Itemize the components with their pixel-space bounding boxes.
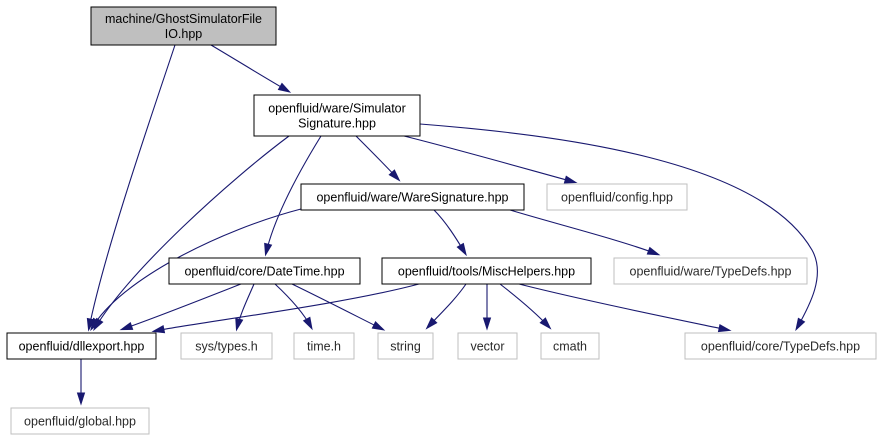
arrowhead-icon: [151, 325, 166, 334]
edge-simsig-to-waresig: [355, 135, 401, 182]
node-label: openfluid/global.hpp: [24, 415, 136, 429]
node-label: Signature.hpp: [298, 117, 376, 131]
node-box: [684, 332, 877, 360]
node-timeh: time.h: [293, 332, 355, 360]
edges-layer: [76, 44, 818, 406]
node-label: machine/GhostSimulatorFile: [105, 12, 262, 26]
arrowhead-icon: [388, 169, 401, 182]
edge-mischelpers-to-string: [425, 283, 467, 330]
node-label: openfluid/config.hpp: [561, 191, 673, 205]
node-label: openfluid/core/TypeDefs.hpp: [701, 340, 860, 354]
node-waretypedefs: openfluid/ware/TypeDefs.hpp: [613, 257, 808, 285]
edge-line: [88, 44, 176, 329]
arrowhead-icon: [539, 317, 552, 330]
edge-waresig-to-waretypedefs: [509, 209, 661, 256]
node-waresig[interactable]: openfluid/ware/WareSignature.hpp: [300, 183, 525, 211]
edge-mischelpers-to-dllexport: [151, 283, 420, 334]
node-systypes: sys/types.h: [180, 332, 273, 360]
arrowhead-icon: [456, 242, 467, 257]
node-label: openfluid/core/DateTime.hpp: [184, 265, 344, 279]
arrowhead-icon: [277, 82, 292, 93]
node-box: [377, 332, 434, 360]
node-label: openfluid/ware/WareSignature.hpp: [316, 191, 508, 205]
edge-simsig-to-datetime: [264, 135, 322, 257]
node-global: openfluid/global.hpp: [10, 407, 150, 435]
node-label: openfluid/dllexport.hpp: [19, 340, 145, 354]
node-box: [180, 332, 273, 360]
edge-datetime-to-timeh: [274, 283, 313, 331]
node-label: openfluid/tools/MiscHelpers.hpp: [398, 265, 575, 279]
node-box: [293, 332, 355, 360]
edge-datetime-to-systypes: [235, 283, 255, 332]
arrowhead-icon: [717, 323, 732, 333]
node-box: [546, 183, 688, 211]
node-dllexport[interactable]: openfluid/dllexport.hpp: [6, 332, 157, 360]
node-box: [457, 332, 518, 360]
arrowhead-icon: [795, 317, 806, 332]
node-box: [381, 257, 592, 285]
node-string: string: [377, 332, 434, 360]
node-cmath: cmath: [540, 332, 600, 360]
edge-waresig-to-mischelpers: [433, 209, 467, 257]
arrowhead-icon: [482, 317, 492, 331]
node-box: [540, 332, 600, 360]
node-mischelpers[interactable]: openfluid/tools/MiscHelpers.hpp: [381, 257, 592, 285]
edge-simsig-to-dllexport: [93, 135, 290, 332]
edge-mischelpers-to-vector: [482, 283, 492, 331]
node-box: [613, 257, 808, 285]
edge-line: [94, 135, 290, 329]
arrowhead-icon: [235, 317, 244, 332]
node-box: [253, 94, 421, 137]
node-box: [90, 6, 277, 46]
arrowhead-icon: [119, 321, 134, 331]
node-label: string: [390, 340, 421, 354]
edge-ghost-to-simsig: [210, 44, 292, 93]
edge-line: [509, 209, 658, 255]
node-label: vector: [470, 340, 504, 354]
edge-line: [403, 135, 575, 183]
arrowhead-icon: [563, 175, 578, 184]
node-label: time.h: [307, 340, 341, 354]
edge-line: [154, 283, 420, 332]
node-config: openfluid/config.hpp: [546, 183, 688, 211]
node-box: [168, 257, 361, 285]
edge-line: [122, 283, 242, 330]
edge-dllexport-to-global: [76, 359, 86, 406]
arrowhead-icon: [264, 242, 273, 257]
edge-mischelpers-to-coretypedefs: [518, 283, 732, 333]
edge-datetime-to-string: [291, 283, 386, 331]
node-label: openfluid/ware/TypeDefs.hpp: [630, 265, 792, 279]
edge-line: [210, 44, 289, 92]
edge-datetime-to-dllexport: [119, 283, 242, 331]
edge-mischelpers-to-cmath: [499, 283, 552, 330]
edge-line: [265, 135, 322, 254]
arrowhead-icon: [302, 316, 313, 331]
arrowhead-icon: [371, 321, 386, 331]
node-label: IO.hpp: [165, 27, 203, 41]
node-datetime[interactable]: openfluid/core/DateTime.hpp: [168, 257, 361, 285]
edge-line: [499, 283, 550, 328]
arrowhead-icon: [76, 392, 86, 406]
arrowhead-icon: [90, 317, 101, 332]
node-box: [10, 407, 150, 435]
node-coretypedefs: openfluid/core/TypeDefs.hpp: [684, 332, 877, 360]
node-label: openfluid/ware/Simulator: [268, 102, 406, 116]
node-box: [300, 183, 525, 211]
edge-simsig-to-coretypedefs: [419, 123, 818, 332]
arrowhead-icon: [646, 246, 661, 256]
edge-line: [419, 123, 818, 329]
edge-line: [518, 283, 729, 331]
arrowhead-icon: [425, 317, 438, 330]
node-label: cmath: [553, 340, 587, 354]
node-label: sys/types.h: [195, 340, 258, 354]
edge-simsig-to-config: [403, 135, 578, 184]
node-vector: vector: [457, 332, 518, 360]
node-box: [6, 332, 157, 360]
